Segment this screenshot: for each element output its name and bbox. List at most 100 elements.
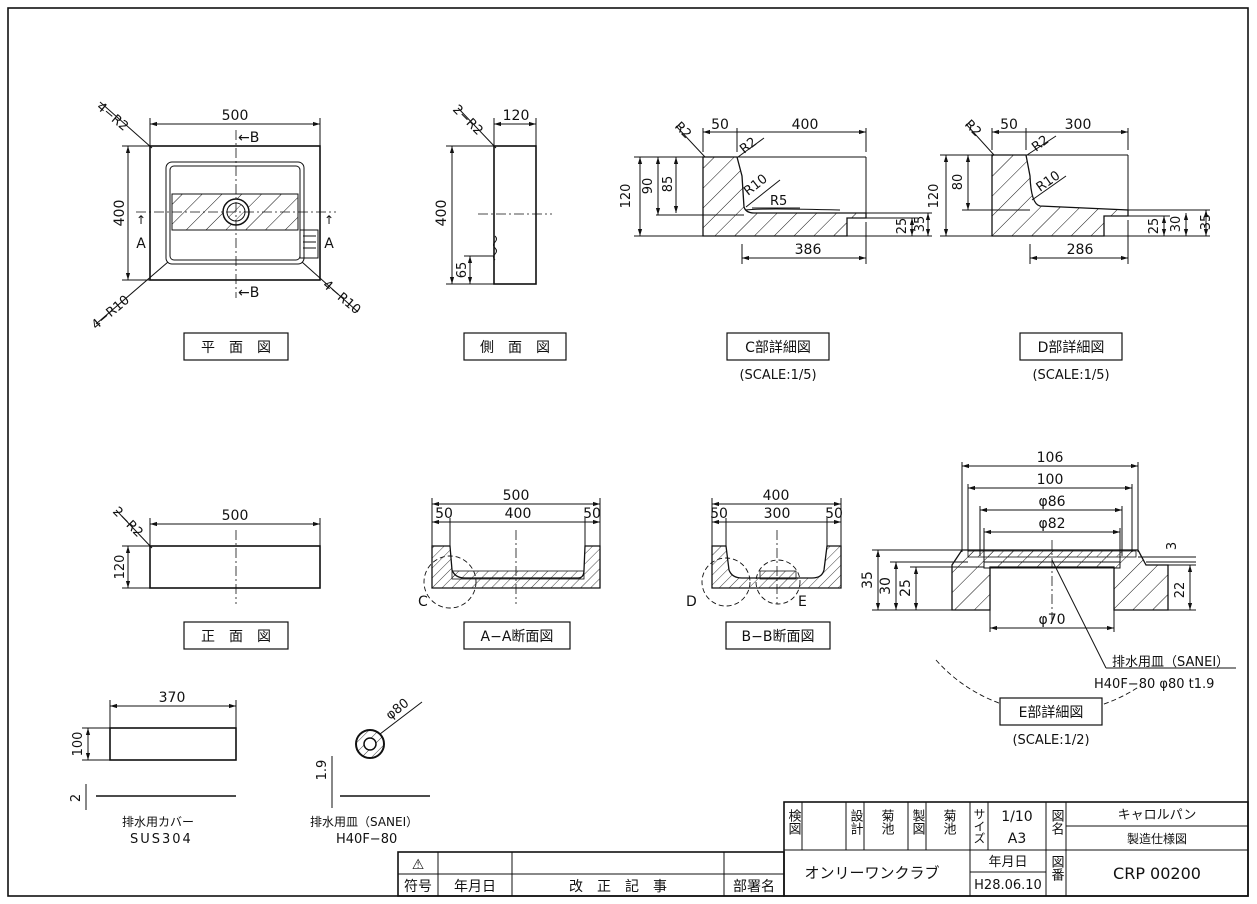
- c-dim-90: 90: [641, 178, 656, 195]
- side-view: 120 400 65 2−R2: [434, 102, 552, 285]
- bb-dim-400: 400: [763, 488, 790, 504]
- plan-corner-r10-right: 4−R10: [319, 278, 363, 318]
- bb-callout-e: E: [798, 594, 807, 610]
- title-company: オンリーワンクラブ: [804, 864, 939, 882]
- title-block: 検図 設計 菊池 製図 菊池 サイズ 1/10 A3 図名 キャロルパン 製造仕…: [783, 801, 1249, 897]
- plan-corner-r10-left: 4−R10: [89, 293, 133, 333]
- c-dim-85: 85: [661, 176, 676, 193]
- plan-section-b-bottom: ←B: [238, 285, 259, 301]
- bb-dim-50-right: 50: [825, 506, 843, 522]
- plan-dim-height: 400: [112, 200, 128, 227]
- front-title: 正 面 図: [201, 629, 271, 645]
- d-dim-50: 50: [1000, 117, 1018, 133]
- e-dim-3: 3: [1165, 542, 1180, 550]
- revision-col-revision: 改 正 記 事: [569, 878, 667, 895]
- side-dim-height: 400: [434, 200, 450, 227]
- title-drawn-label: 製図: [910, 809, 926, 835]
- detail-d: 50 300 120 80 286 25 30 35 R2 R2 R10: [927, 117, 1214, 264]
- front-corner: 2−R2: [109, 504, 145, 540]
- title-name-label: 図名: [1049, 809, 1065, 835]
- svg-text:↑: ↑: [136, 213, 146, 227]
- plan-section-b-top: ←B: [238, 130, 259, 146]
- c-radius-r10: R10: [741, 172, 770, 200]
- title-number-label: 図番: [1049, 855, 1065, 882]
- d-dim-286: 286: [1067, 242, 1094, 258]
- title-date: H28.06.10: [974, 878, 1042, 893]
- plan-dim-width: 500: [222, 108, 249, 124]
- title-paper: A3: [1008, 831, 1026, 847]
- detail-d-title-box: D部詳細図 (SCALE:1/5): [1019, 332, 1123, 383]
- title-check-label: 検図: [786, 809, 802, 835]
- c-radius-r2-left: R2: [671, 119, 694, 142]
- d-dim-30: 30: [1169, 216, 1184, 233]
- d-dim-80: 80: [951, 174, 966, 191]
- plan-title-box: 平 面 図: [183, 332, 289, 361]
- c-radius-r2-right: R2: [737, 135, 760, 157]
- section-bb: 400 50 300 50 D E: [686, 488, 843, 610]
- revision-col-date: 年月日: [454, 879, 496, 895]
- title-design-label: 設計: [848, 808, 864, 835]
- svg-text:↑: ↑: [324, 213, 334, 227]
- plan-section-a-left: A: [136, 236, 146, 252]
- section-aa-title-box: A−A断面図: [463, 621, 571, 650]
- d-radius-r2-left: R2: [961, 117, 984, 140]
- e-dim-82: φ82: [1038, 516, 1065, 532]
- e-drain-model: H40F−80 φ80 t1.9: [1094, 677, 1214, 692]
- cover-name: 排水用カバー: [122, 815, 194, 829]
- c-dim-50: 50: [711, 117, 729, 133]
- aa-dim-500: 500: [503, 488, 530, 504]
- section-bb-title: B−B断面図: [742, 629, 815, 645]
- cover-dim-width: 370: [159, 690, 186, 706]
- cover-view: 370 100 2 排水用カバー SUS304: [69, 690, 237, 847]
- aa-dim-50-right: 50: [583, 506, 601, 522]
- detail-e-scale: (SCALE:1/2): [1012, 733, 1089, 748]
- front-view: 500 120 2−R2: [109, 504, 321, 604]
- e-dim-86: φ86: [1038, 494, 1065, 510]
- plan-section-a-right: A: [324, 236, 334, 252]
- plan-corner-r2: 4−R2: [93, 100, 131, 135]
- detail-e-title: E部詳細図: [1019, 705, 1084, 721]
- d-dim-300: 300: [1065, 117, 1092, 133]
- side-dim-lower: 65: [455, 262, 470, 279]
- title-date-label: 年月日: [988, 855, 1027, 870]
- d-radius-r10: R10: [1034, 168, 1064, 195]
- e-dim-30: 30: [878, 577, 894, 595]
- cover-dim-height: 100: [71, 732, 86, 757]
- front-title-box: 正 面 図: [183, 621, 289, 650]
- d-dim-120: 120: [927, 184, 942, 209]
- e-dim-35: 35: [860, 571, 876, 589]
- detail-c: 50 400 120 90 85 386 25 35 R2 R2 R10 R5: [619, 117, 932, 264]
- detail-d-scale: (SCALE:1/5): [1032, 368, 1109, 383]
- revision-col-dept: 部署名: [733, 879, 775, 895]
- title-size-label: サイズ: [972, 808, 986, 844]
- revision-block: ⚠ 符号 年月日 改 正 記 事 部署名: [397, 851, 785, 897]
- front-dim-height: 120: [113, 555, 128, 580]
- side-corner: 2−R2: [449, 102, 485, 138]
- plan-view: 500 400 4−R2 4−R10 4−R10 ←B ←B ↑ A ↑ A: [89, 100, 363, 333]
- c-radius-r5: R5: [770, 194, 787, 209]
- side-dim-width: 120: [503, 108, 530, 124]
- c-dim-120: 120: [619, 184, 634, 209]
- title-scale: 1/10: [1001, 809, 1032, 825]
- title-drawn-name: 菊池: [941, 809, 957, 835]
- e-drain-label: 排水用皿（SANEI）: [1112, 655, 1229, 670]
- detail-e: 106 100 φ86 φ82 φ70 35 30 25 3 22 排水用皿（S…: [860, 450, 1236, 714]
- side-title-box: 側 面 図: [463, 332, 567, 361]
- d-dim-35: 35: [1199, 214, 1214, 231]
- detail-c-title: C部詳細図: [745, 340, 811, 356]
- section-aa-title: A−A断面図: [481, 629, 554, 645]
- drain-dim-thick: 1.9: [315, 760, 330, 781]
- bb-dim-50-left: 50: [710, 506, 728, 522]
- drain-model: H40F−80: [336, 832, 397, 847]
- aa-callout-c: C: [418, 594, 428, 610]
- d-dim-25: 25: [1147, 218, 1162, 235]
- aa-dim-400: 400: [505, 506, 532, 522]
- detail-c-scale: (SCALE:1/5): [739, 368, 816, 383]
- aa-dim-50-left: 50: [435, 506, 453, 522]
- drain-view: φ80 1.9 排水用皿（SANEI） H40F−80: [310, 696, 430, 847]
- detail-d-title: D部詳細図: [1038, 340, 1105, 356]
- detail-c-title-box: C部詳細図 (SCALE:1/5): [726, 332, 830, 383]
- e-dim-22: 22: [1173, 582, 1188, 599]
- bb-callout-d: D: [686, 594, 697, 610]
